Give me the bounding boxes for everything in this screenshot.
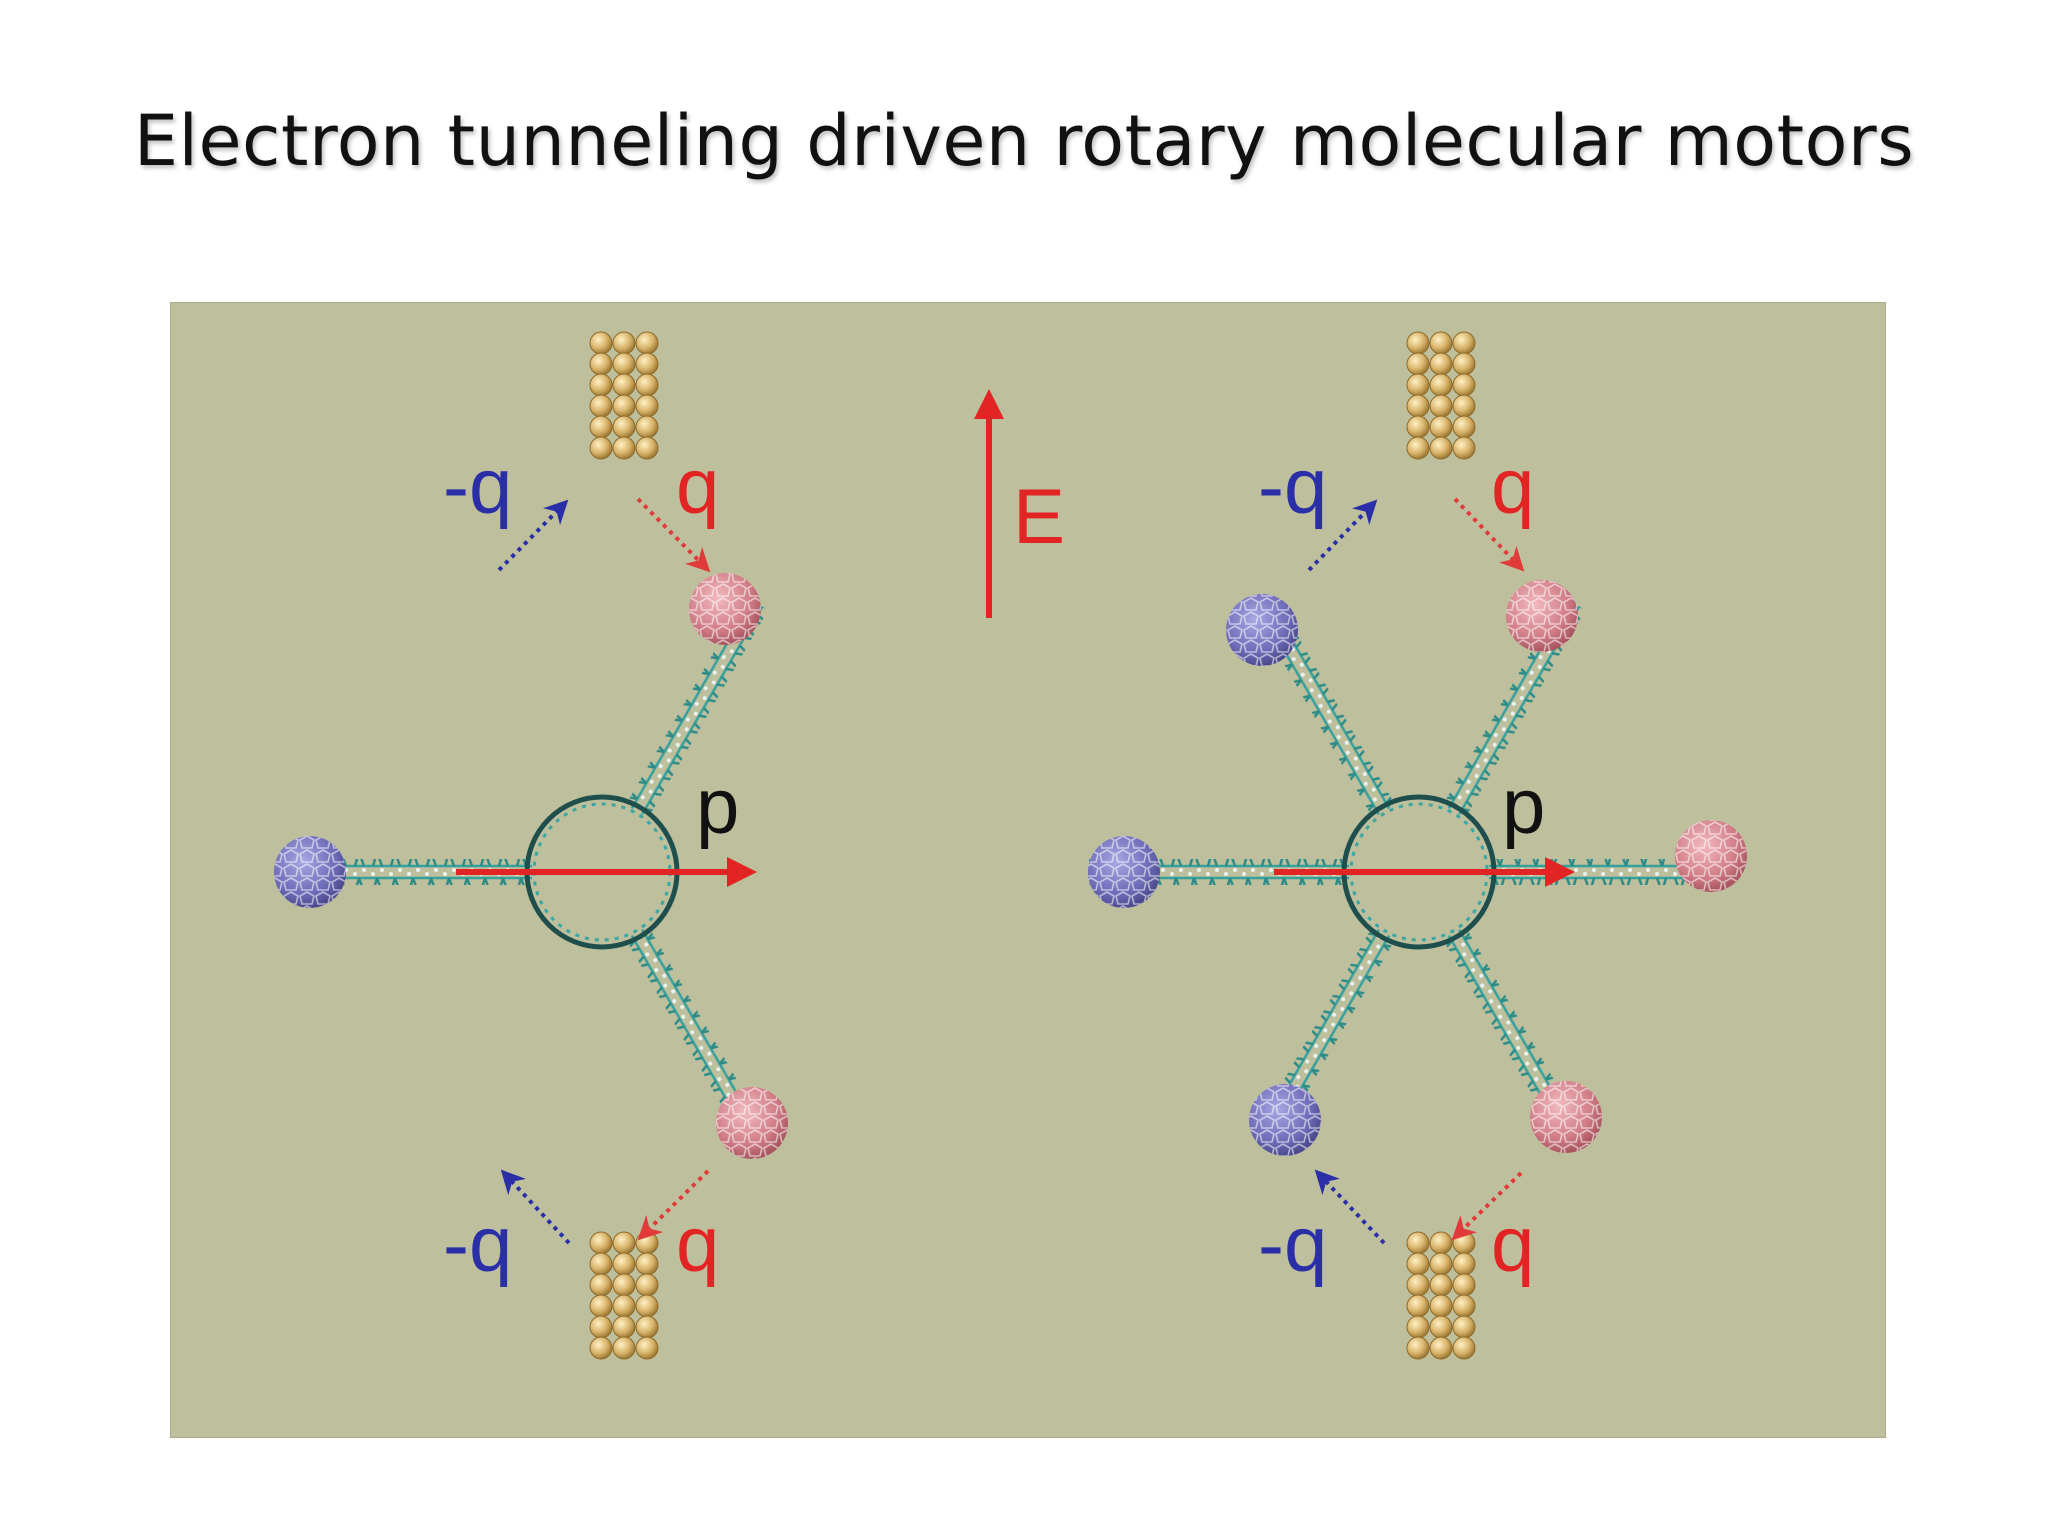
fullerene-negative-right-northwest: [1226, 594, 1298, 666]
fullerene-positive-right-southeast: [1530, 1081, 1602, 1153]
electrode-bottom-right: [1406, 1231, 1476, 1360]
charge-label-pos-bottom-left: q: [676, 1200, 719, 1288]
charge-label-pos-top-left: q: [676, 442, 719, 530]
figure-panel: E: [170, 302, 1886, 1438]
fullerene-positive-right-northeast: [1506, 580, 1578, 652]
fullerene-negative-right-west: [1088, 836, 1160, 908]
charge-label-neg-top-left: -q: [443, 442, 512, 530]
motor-diagram: E: [274, 331, 1747, 1360]
arm-left-northeast: [625, 597, 769, 818]
charge-label-neg-top-right: -q: [1258, 442, 1327, 530]
fullerene-positive-right-east: [1675, 820, 1747, 892]
electrode-bottom-left: [589, 1231, 659, 1360]
fullerene-negative-left: [274, 836, 346, 908]
tunnel-arrow-red-top-right: [1453, 497, 1525, 572]
tunnel-arrow-blue-bottom-left: [500, 1169, 571, 1245]
electrode-top-right: [1406, 331, 1476, 460]
field-label: E: [1013, 472, 1065, 560]
charge-label-pos-bottom-right: q: [1491, 1200, 1534, 1288]
three-arm-motor: p -q q -q q: [274, 331, 788, 1360]
tunnel-arrow-blue-bottom-right: [1314, 1169, 1386, 1245]
fullerene-positive-left-top: [689, 573, 761, 645]
arm-right-northeast: [1442, 597, 1586, 818]
tunnel-arrow-red-bottom-left: [637, 1169, 710, 1241]
charge-label-pos-top-right: q: [1491, 442, 1534, 530]
fullerene-positive-left-bottom: [716, 1087, 788, 1159]
tunnel-arrow-red-top-left: [636, 497, 711, 573]
electrode-top-left: [589, 331, 659, 460]
tunnel-arrow-blue-top-left: [497, 499, 569, 572]
slide-title: Electron tunneling driven rotary molecul…: [133, 100, 1915, 182]
six-arm-motor: p -q q -q q: [1088, 331, 1747, 1360]
dipole-label-left: p: [696, 762, 739, 850]
tunnel-arrow-blue-top-right: [1307, 499, 1378, 572]
tunnel-arrow-red-bottom-right: [1451, 1171, 1523, 1241]
charge-label-neg-bottom-left: -q: [443, 1200, 512, 1288]
fullerene-negative-right-southwest: [1249, 1084, 1321, 1156]
dipole-label-right: p: [1502, 762, 1545, 850]
charge-label-neg-bottom-right: -q: [1258, 1200, 1327, 1288]
